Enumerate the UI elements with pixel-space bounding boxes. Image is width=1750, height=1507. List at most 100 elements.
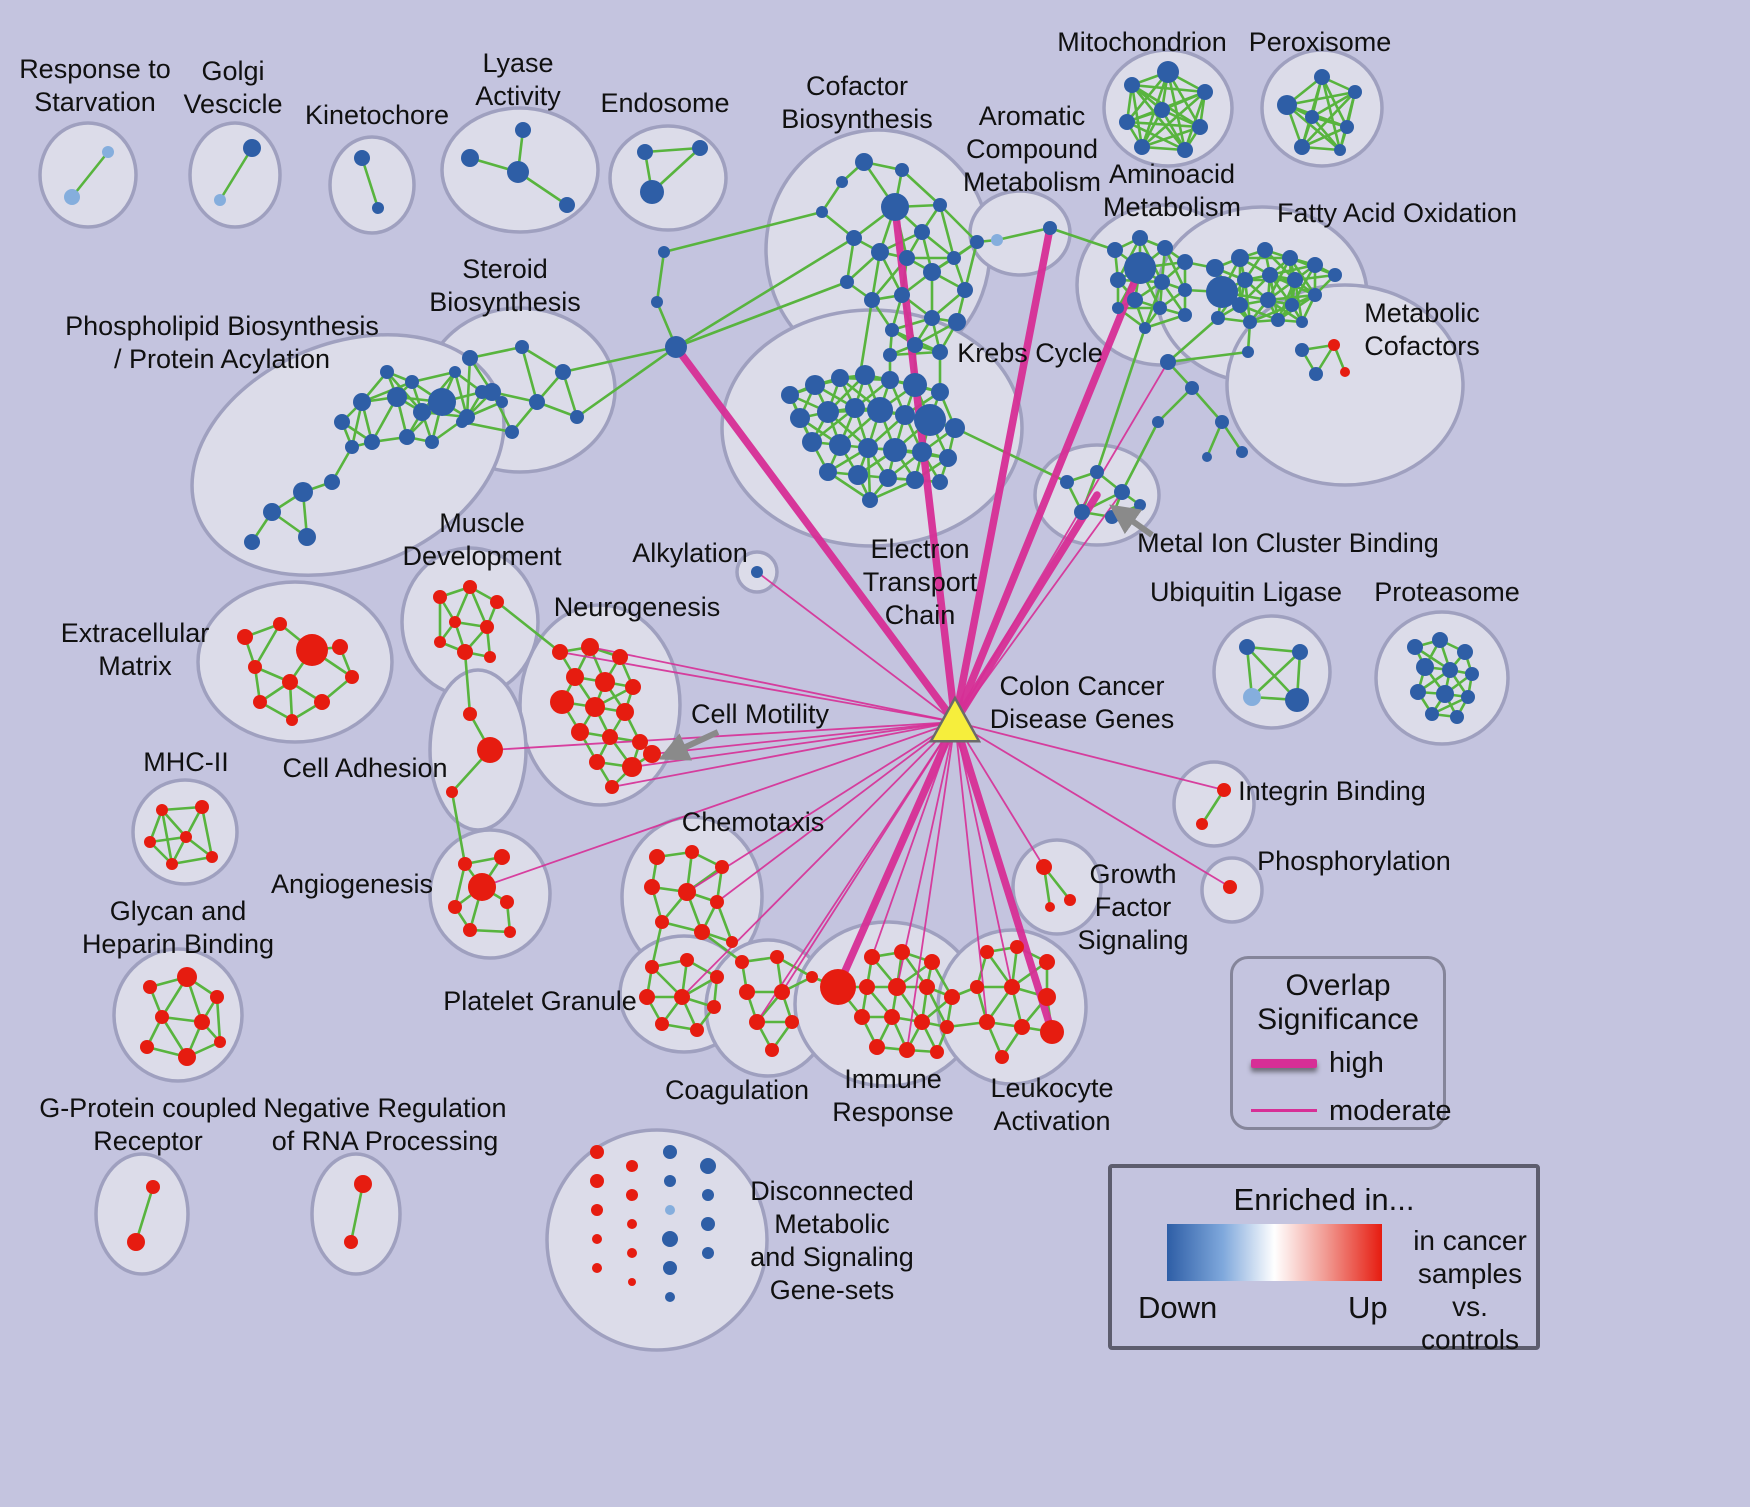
green-link: [953, 426, 1069, 484]
extracellular-matrix-node: [286, 714, 298, 726]
proteasome-node: [1442, 662, 1458, 678]
disconnected-gene-sets-node: [627, 1248, 637, 1258]
leukocyte-activation-node: [1014, 1019, 1030, 1035]
platelet-granule-node: [639, 989, 655, 1005]
disconnected-gene-sets-node: [626, 1160, 638, 1172]
phospholipid-biosynthesis-node: [298, 528, 316, 546]
kinetochore-node: [354, 150, 370, 166]
green-link: [575, 345, 678, 419]
metal-ion-cluster-binding-node: [1134, 499, 1146, 511]
pointer-arrow: [658, 729, 720, 761]
immune-response-node: [914, 1014, 930, 1030]
cofactor-biosynthesis-node: [899, 250, 915, 266]
mhc-ii-edge: [200, 805, 214, 859]
leukocyte-activation-node: [1040, 1020, 1064, 1044]
fatty-acid-oxidation-node: [1232, 297, 1248, 313]
muscle-development-node: [490, 595, 504, 609]
cell-adhesion-label: Cell Adhesion: [282, 753, 447, 783]
overlap-edge-moderate: [954, 721, 988, 1023]
cell-adhesion-node: [477, 737, 503, 763]
peroxisome-node: [1340, 120, 1354, 134]
ubiquitin-ligase-edge: [1245, 645, 1299, 702]
coagulation-label: Coagulation: [665, 1075, 809, 1105]
angiogenesis-node: [458, 857, 472, 871]
glycan-heparin-binding-node: [143, 980, 157, 994]
green-link: [662, 210, 824, 254]
mhc-ii-node: [144, 836, 156, 848]
overlap-legend-title-line2: Significance: [1257, 1003, 1419, 1036]
electron-transport-chain-node: [855, 365, 875, 385]
phosphorylation-label: Phosphorylation: [1257, 846, 1451, 876]
angiogenesis-node: [468, 873, 496, 901]
muscle-development-node: [449, 616, 461, 628]
aminoacid-metabolism-node: [1178, 308, 1192, 322]
mhc-ii-node: [166, 858, 178, 870]
green-link: [674, 280, 849, 349]
enriched-in-legend: Enriched in... Down Up in cancer samples…: [1108, 1164, 1540, 1355]
fatty-acid-oxidation-node: [1285, 298, 1299, 312]
fatty-acid-oxidation-node: [1206, 259, 1224, 277]
extracellular-matrix-node: [248, 660, 262, 674]
metabolic-scatter-node: [1152, 416, 1164, 428]
endosome-edge: [643, 146, 702, 154]
golgi-vescicle-edge: [218, 146, 254, 202]
neurogenesis-node: [589, 754, 605, 770]
cofactor-biosynthesis-node: [924, 310, 940, 326]
overlap-edge-high: [834, 718, 959, 991]
disconnected-gene-sets-node: [627, 1219, 637, 1229]
steroid-biosynthesis-node: [462, 350, 478, 366]
overlap-edge-high: [951, 224, 1054, 726]
cofactor-biosynthesis-node: [970, 235, 984, 249]
metabolic-scatter-node: [1202, 452, 1212, 462]
angiogenesis-node: [448, 900, 462, 914]
cofactor-biosynthesis-node: [846, 230, 862, 246]
peroxisome-edge: [1300, 90, 1357, 149]
cofactor-biosynthesis-edge: [938, 203, 956, 260]
angiogenesis-node: [463, 923, 477, 937]
electron-transport-chain-node: [831, 369, 849, 387]
muscle-development-node: [457, 644, 473, 660]
endosome-node: [640, 180, 664, 204]
layer-arrowg: [658, 504, 1154, 761]
growth-factor-signaling-node: [1036, 859, 1052, 875]
overlap-edge-moderate: [954, 721, 1225, 791]
steroid-cofactor-junction-node: [658, 246, 670, 258]
aminoacid-metabolism-node: [1127, 292, 1143, 308]
disconnected-gene-sets-node: [700, 1158, 716, 1174]
cofactor-biosynthesis-edge: [963, 240, 979, 292]
muscle-development-node: [433, 590, 447, 604]
phospholipid-biosynthesis-node: [459, 409, 475, 425]
electron-transport-chain-node: [912, 442, 932, 462]
cofactor-biosynthesis-node: [894, 287, 910, 303]
extracellular-matrix-node: [332, 639, 348, 655]
chemotaxis-label: Chemotaxis: [682, 807, 825, 837]
cofactor-biosynthesis-node: [883, 348, 897, 362]
cofactor-biosynthesis-node: [947, 251, 961, 265]
coagulation-node: [774, 984, 790, 1000]
endosome-label: Endosome: [600, 88, 729, 118]
green-link: [561, 345, 678, 374]
response-to-starvation-node: [102, 146, 114, 158]
immune-response-node: [864, 949, 880, 965]
cofactor-biosynthesis-node: [871, 243, 889, 261]
electron-transport-chain-node: [895, 405, 915, 425]
green-link: [465, 356, 472, 419]
chemotaxis-node: [685, 845, 699, 859]
fatty-acid-oxidation-node: [1262, 267, 1278, 283]
kinetochore-label: Kinetochore: [305, 100, 449, 130]
negative-regulation-rna-processing-node: [354, 1175, 372, 1193]
metabolic-cofactors-region: [1225, 283, 1465, 487]
immune-response-node: [854, 1009, 870, 1025]
mitochondrion-node: [1124, 77, 1140, 93]
phospholipid-biosynthesis-node: [405, 375, 419, 389]
extracellular-matrix-node: [253, 695, 267, 709]
integrin-binding-node: [1196, 818, 1208, 830]
extracellular-matrix-node: [273, 617, 287, 631]
angiogenesis-node: [494, 849, 510, 865]
